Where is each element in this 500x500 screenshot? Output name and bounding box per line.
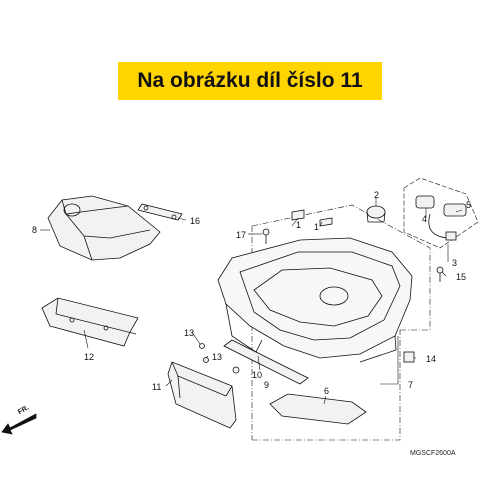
part-17-bolt	[262, 228, 270, 244]
front-arrow	[1, 413, 37, 435]
callout-6: 6	[324, 386, 330, 396]
part-2-cap	[366, 205, 386, 223]
banner-text: Na obrázku díl číslo 11	[137, 69, 363, 92]
callout-7: 7	[408, 380, 414, 390]
callout-3: 3	[452, 258, 458, 268]
part-9-luggage-box	[217, 237, 413, 363]
part-10-strip	[223, 339, 309, 385]
callout-14: 14	[426, 354, 437, 364]
part-11-lid	[167, 361, 237, 429]
callout-13a: 13	[184, 328, 195, 338]
callout-9: 9	[264, 380, 270, 390]
callout-1b: 1	[314, 222, 320, 232]
leader-lines	[40, 198, 463, 405]
callout-12: 12	[84, 352, 95, 362]
callout-8: 8	[32, 225, 38, 235]
diagram-code: MGSCF2600A	[410, 450, 456, 457]
part-12-panel	[41, 297, 139, 347]
callout-2: 2	[374, 190, 380, 200]
callout-4: 4	[422, 214, 428, 224]
callout-17: 17	[236, 230, 247, 240]
callout-5: 5	[466, 200, 472, 210]
part-15-screw	[436, 266, 444, 282]
callout-1a: 1	[296, 220, 302, 230]
part-1-tabs	[291, 209, 333, 227]
callout-15: 15	[456, 272, 467, 282]
part-16-bracket	[137, 203, 183, 221]
part-6-mat	[269, 393, 367, 425]
title-banner: Na obrázku díl číslo 11	[118, 62, 382, 100]
callout-10: 10	[252, 370, 263, 380]
part-4-5-socket	[403, 177, 479, 249]
callout-11: 11	[152, 382, 162, 392]
callout-16: 16	[190, 216, 201, 226]
part-14-clip	[403, 351, 415, 363]
part-13-bolts	[199, 343, 240, 374]
callout-13b: 13	[212, 352, 223, 362]
part-8-cover	[47, 195, 161, 261]
